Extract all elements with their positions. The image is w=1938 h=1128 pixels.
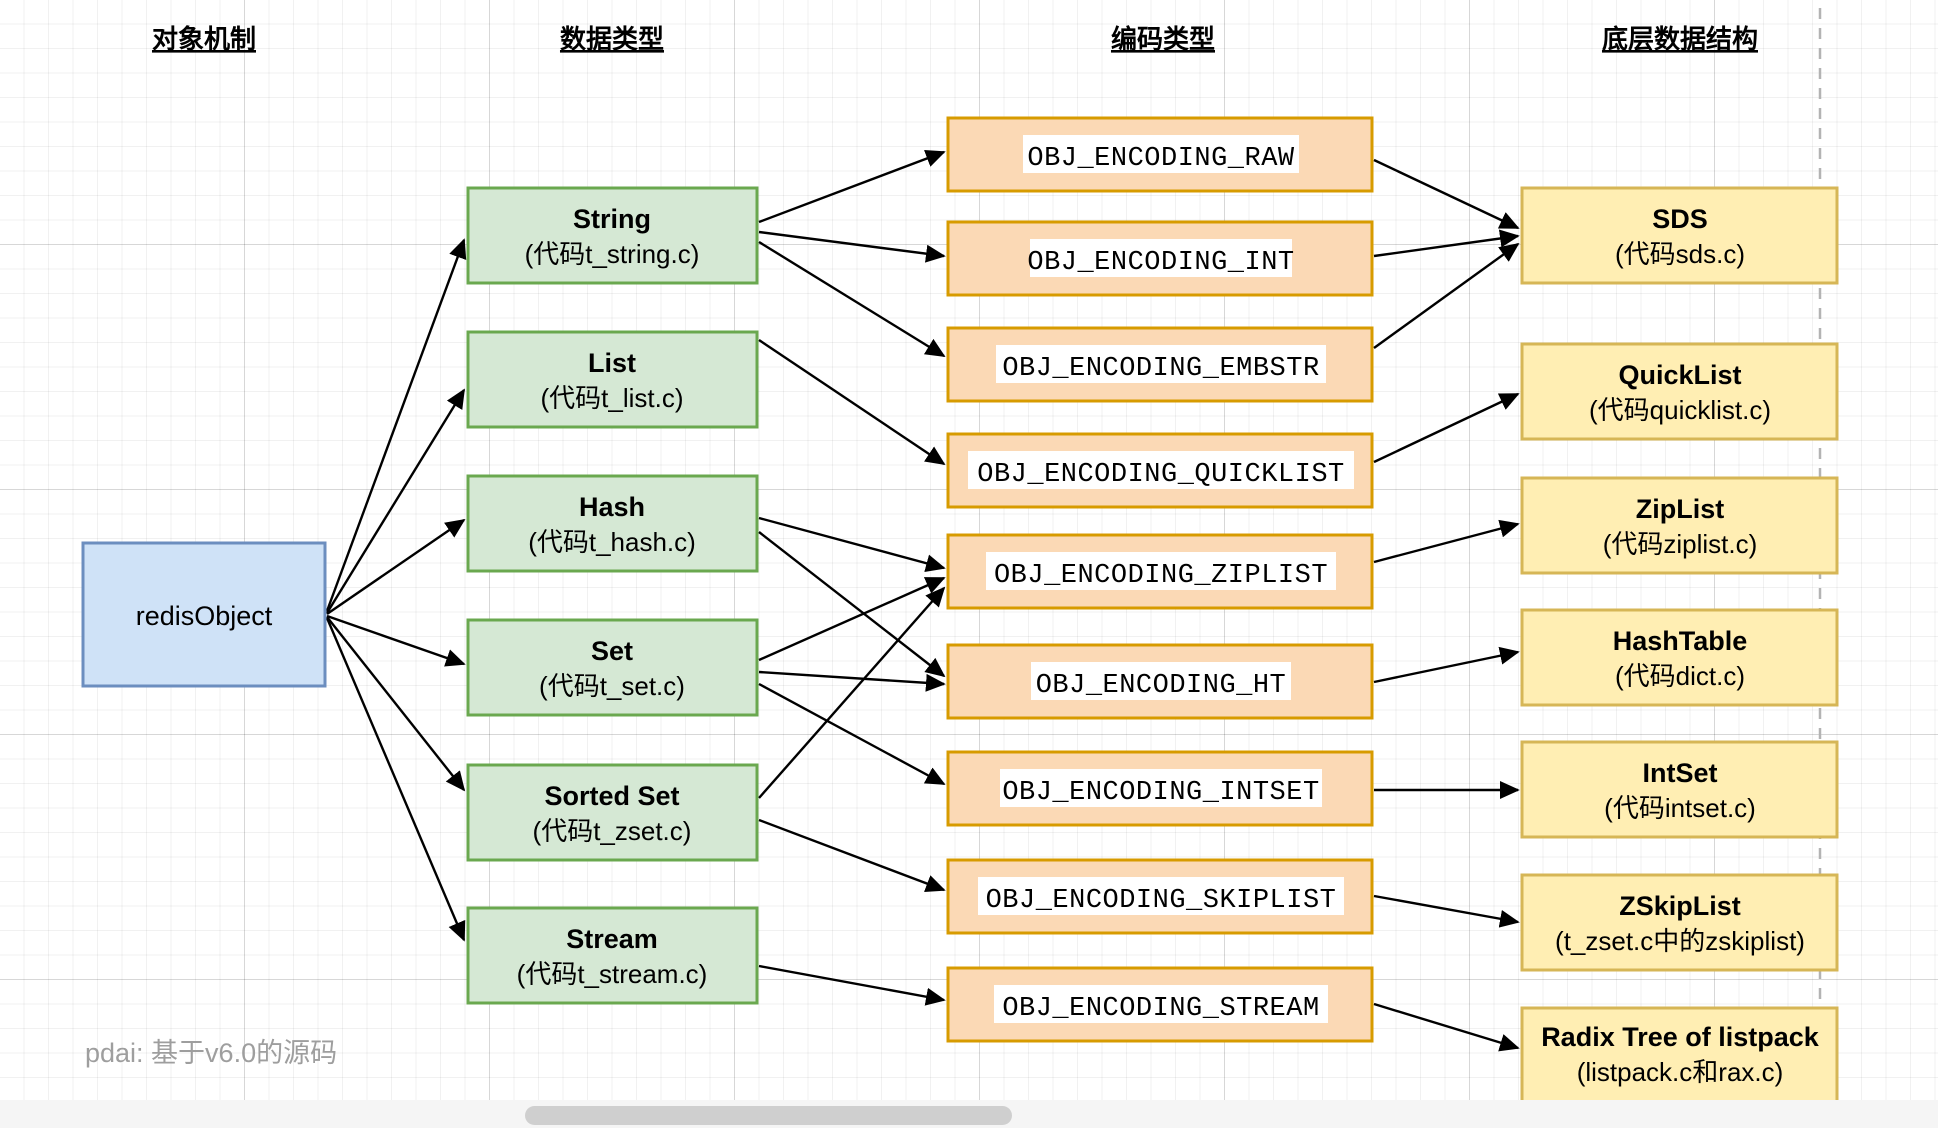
hashtable-title: HashTable: [1613, 626, 1748, 656]
ziplist-title: ZipList: [1636, 494, 1725, 524]
encoding-ziplist-label: OBJ_ENCODING_ZIPLIST: [994, 561, 1328, 591]
edges-root-to-types: [325, 238, 467, 942]
hash-sub: (代码t_hash.c): [528, 527, 696, 557]
edge-list-to-quicklist: [758, 339, 946, 466]
node-encoding-skiplist[interactable]: OBJ_ENCODING_SKIPLIST: [946, 858, 1374, 935]
horizontal-scrollbar-thumb[interactable]: [525, 1106, 1012, 1125]
edge-root-to-set: [326, 614, 466, 667]
node-structure-ziplist[interactable]: ZipList (代码ziplist.c): [1520, 476, 1839, 575]
encoding-ht-label: OBJ_ENCODING_HT: [1036, 671, 1287, 701]
redisobject-label: redisObject: [136, 601, 273, 631]
edge-ht-to-hashtable: [1373, 646, 1520, 684]
column-headers: 对象机制 数据类型 编码类型 底层数据结构: [152, 24, 1758, 54]
edge-embstr-to-sds: [1373, 242, 1520, 349]
edge-string-to-embstr: [758, 240, 946, 358]
hash-title: Hash: [579, 492, 645, 522]
sds-sub: (代码sds.c): [1615, 239, 1745, 269]
node-structure-intset[interactable]: IntSet (代码intset.c): [1520, 740, 1839, 839]
edge-string-to-raw: [758, 149, 946, 224]
node-structure-radixtree[interactable]: Radix Tree of listpack (listpack.c和rax.c…: [1520, 1006, 1839, 1100]
node-data-type-set[interactable]: Set (代码t_set.c): [466, 618, 759, 717]
header-object-mechanism: 对象机制: [152, 24, 256, 54]
node-encoding-int[interactable]: OBJ_ENCODING_INT: [946, 220, 1374, 297]
node-encoding-stream[interactable]: OBJ_ENCODING_STREAM: [946, 966, 1374, 1043]
header-underlying-structure: 底层数据结构: [1602, 24, 1758, 54]
node-data-type-string[interactable]: String (代码t_string.c): [466, 186, 759, 285]
header-encoding-type: 编码类型: [1111, 24, 1215, 54]
encoding-quicklist-label: OBJ_ENCODING_QUICKLIST: [977, 460, 1344, 490]
edge-stream-to-streamenc: [758, 964, 946, 1006]
node-structure-quicklist[interactable]: QuickList (代码quicklist.c): [1520, 342, 1839, 441]
encoding-skiplist-label: OBJ_ENCODING_SKIPLIST: [986, 886, 1337, 916]
edge-set-to-ht: [758, 670, 946, 692]
node-encoding-quicklist[interactable]: OBJ_ENCODING_QUICKLIST: [946, 432, 1374, 509]
node-encoding-raw[interactable]: OBJ_ENCODING_RAW: [946, 116, 1374, 193]
node-redisobject[interactable]: redisObject: [81, 541, 327, 688]
watermark-text: pdai: 基于v6.0的源码: [85, 1038, 337, 1068]
node-data-type-stream[interactable]: Stream (代码t_stream.c): [466, 906, 759, 1005]
encoding-intset-label: OBJ_ENCODING_INTSET: [1002, 778, 1319, 808]
edge-hash-to-ziplist: [758, 516, 946, 572]
edge-hash-to-ht: [758, 531, 946, 678]
edge-set-to-intset: [758, 682, 946, 786]
node-structure-sds[interactable]: SDS (代码sds.c): [1520, 186, 1839, 285]
sortedset-sub: (代码t_zset.c): [533, 816, 692, 846]
node-encoding-ziplist[interactable]: OBJ_ENCODING_ZIPLIST: [946, 533, 1374, 610]
radixtree-title: Radix Tree of listpack: [1541, 1022, 1820, 1052]
edge-root-to-sortedset: [326, 616, 466, 792]
list-sub: (代码t_list.c): [540, 383, 683, 413]
edge-root-to-stream: [325, 617, 466, 942]
redis-object-encoding-diagram: 对象机制 数据类型 编码类型 底层数据结构: [81, 8, 1839, 1100]
node-data-type-hash[interactable]: Hash (代码t_hash.c): [466, 474, 759, 573]
intset-sub: (代码intset.c): [1604, 793, 1756, 823]
zskiplist-sub: (t_zset.c中的zskiplist): [1555, 926, 1805, 956]
ziplist-sub: (代码ziplist.c): [1603, 529, 1758, 559]
edge-raw-to-sds: [1373, 158, 1520, 230]
edge-set-to-ziplist: [758, 576, 946, 662]
edge-skiplist-to-zskiplist: [1373, 894, 1520, 928]
hashtable-sub: (代码dict.c): [1615, 661, 1745, 691]
zskiplist-title: ZSkipList: [1619, 891, 1741, 921]
edge-ziplist-to-ziplist: [1373, 519, 1520, 564]
radixtree-sub: (listpack.c和rax.c): [1577, 1057, 1784, 1087]
encoding-embstr-label: OBJ_ENCODING_EMBSTR: [1002, 354, 1319, 384]
node-encoding-ht[interactable]: OBJ_ENCODING_HT: [946, 643, 1374, 720]
edge-root-to-list: [325, 388, 466, 614]
node-encoding-intset[interactable]: OBJ_ENCODING_INTSET: [946, 750, 1374, 827]
header-data-type: 数据类型: [560, 24, 664, 54]
string-title: String: [573, 204, 651, 234]
stream-sub: (代码t_stream.c): [517, 959, 708, 989]
encoding-raw-label: OBJ_ENCODING_RAW: [1027, 144, 1295, 174]
edge-sortedset-to-skiplist: [758, 818, 946, 893]
intset-title: IntSet: [1642, 758, 1717, 788]
edge-sortedset-to-ziplist: [758, 586, 946, 799]
node-structure-hashtable[interactable]: HashTable (代码dict.c): [1520, 608, 1839, 707]
list-title: List: [588, 348, 636, 378]
set-title: Set: [591, 636, 633, 666]
edge-streamenc-to-radixtree: [1373, 1002, 1520, 1052]
node-data-type-list[interactable]: List (代码t_list.c): [466, 330, 759, 429]
edges-types-to-encodings: [758, 149, 946, 1006]
encoding-stream-label: OBJ_ENCODING_STREAM: [1002, 994, 1319, 1024]
string-sub: (代码t_string.c): [525, 239, 700, 269]
encoding-int-label: OBJ_ENCODING_INT: [1027, 248, 1294, 278]
edge-quicklist-to-quicklist: [1373, 392, 1520, 464]
stream-title: Stream: [566, 924, 658, 954]
quicklist-title: QuickList: [1618, 360, 1741, 390]
node-structure-zskiplist[interactable]: ZSkipList (t_zset.c中的zskiplist): [1520, 873, 1839, 972]
edge-root-to-string: [325, 238, 467, 612]
edge-string-to-int: [758, 230, 946, 263]
edge-int-to-sds: [1373, 229, 1520, 258]
edge-root-to-hash: [326, 518, 466, 615]
sortedset-title: Sorted Set: [544, 781, 679, 811]
edges-encodings-to-structures: [1373, 158, 1520, 1052]
node-encoding-embstr[interactable]: OBJ_ENCODING_EMBSTR: [946, 326, 1374, 403]
set-sub: (代码t_set.c): [539, 671, 685, 701]
diagram-canvas: 对象机制 数据类型 编码类型 底层数据结构: [0, 0, 1938, 1100]
quicklist-sub: (代码quicklist.c): [1589, 395, 1771, 425]
sds-title: SDS: [1652, 204, 1708, 234]
node-data-type-sorted-set[interactable]: Sorted Set (代码t_zset.c): [466, 763, 759, 862]
